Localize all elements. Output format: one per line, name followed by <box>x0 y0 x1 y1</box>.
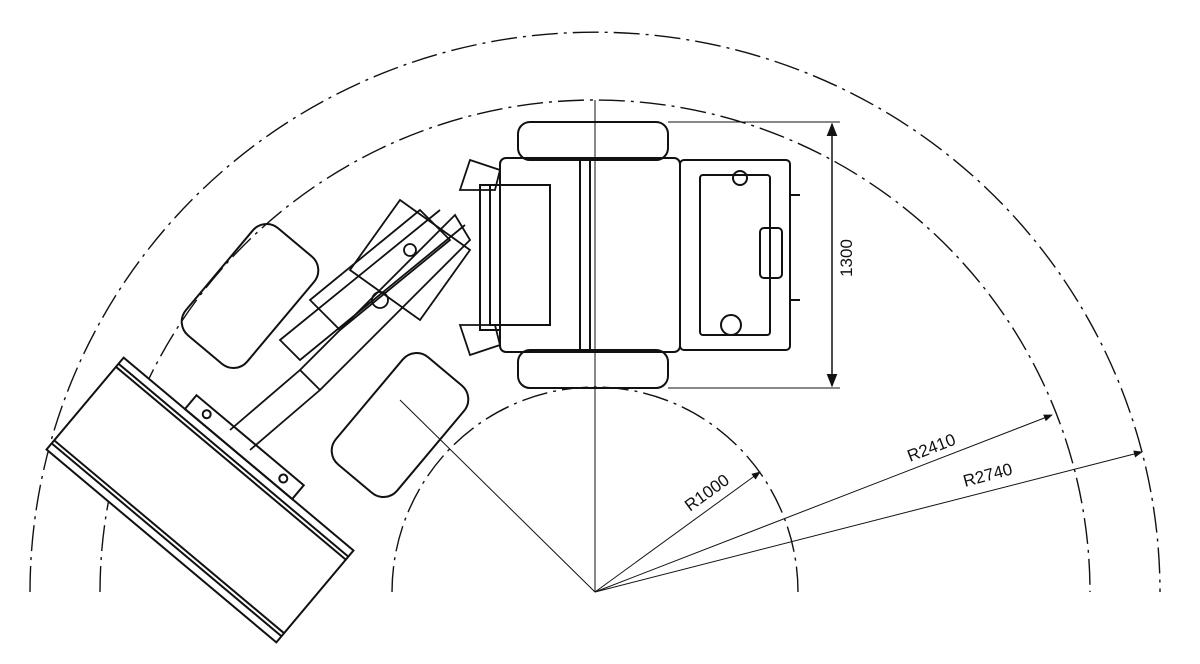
front-wheels <box>180 223 470 498</box>
front-frame <box>229 158 502 451</box>
width-dimension-label: 1300 <box>837 239 856 277</box>
width-dimension: 1300 <box>668 121 856 389</box>
rear-wheel-bottom <box>517 349 669 389</box>
radius-label-r1000: R1000 <box>681 470 733 515</box>
radius-lines <box>399 399 1143 593</box>
front-wheel-right <box>330 352 470 498</box>
mid-arc-r2410 <box>99 99 1091 593</box>
rear-chassis <box>479 121 800 389</box>
radius-label-r2410: R2410 <box>905 430 959 466</box>
engine-hood <box>679 159 791 351</box>
outer-arc-r2740 <box>29 31 1161 593</box>
front-wheel-left <box>180 223 320 369</box>
rear-wheel-top <box>517 121 669 161</box>
radius-label-r2740: R2740 <box>961 460 1014 491</box>
bucket <box>45 356 355 644</box>
